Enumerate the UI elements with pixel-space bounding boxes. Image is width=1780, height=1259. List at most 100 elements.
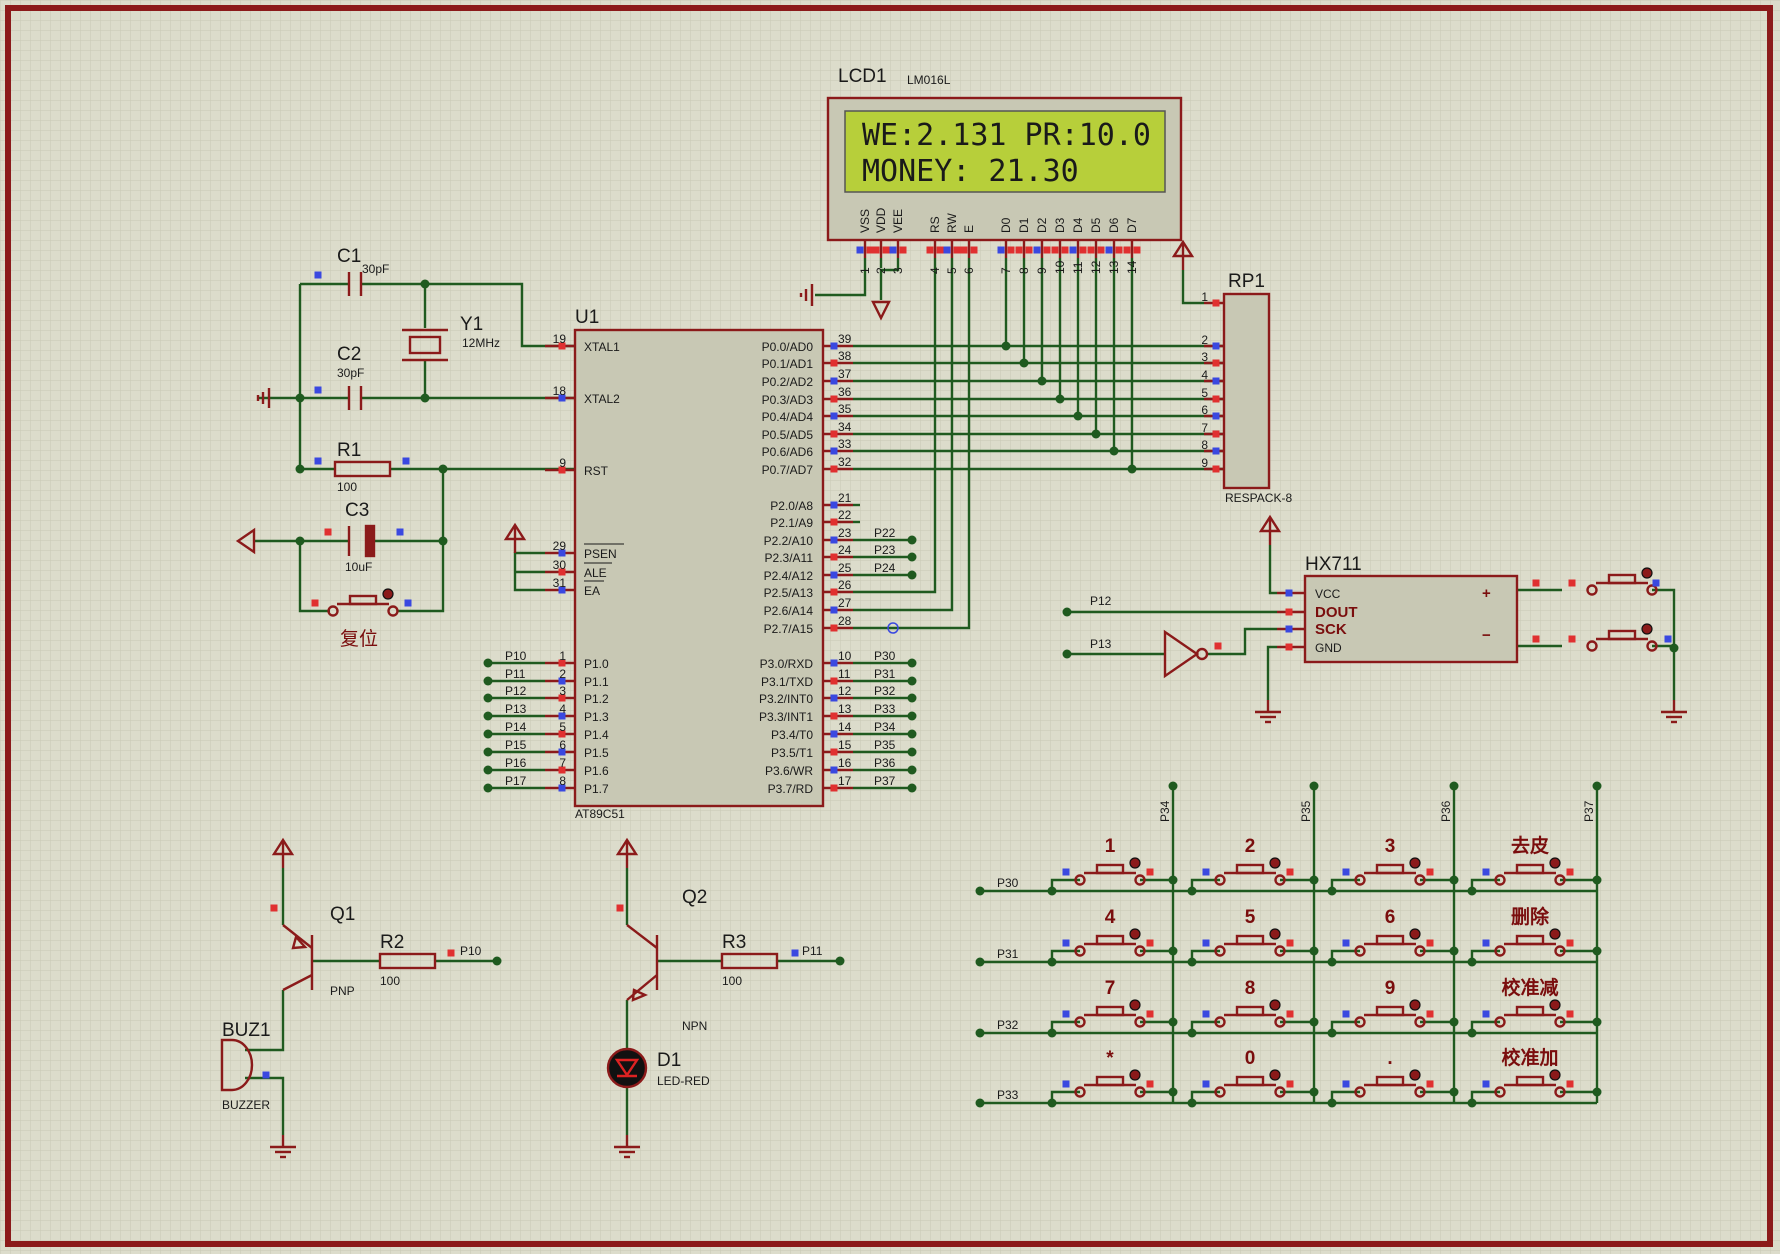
key-2-1 [1235,1005,1265,1017]
key-2-1 [1274,1016,1286,1028]
pin-marker [830,571,838,579]
key-2-0 [1074,1016,1086,1028]
junction-dot [1592,1017,1602,1027]
junction-dot [1467,1028,1477,1038]
power-c3 [235,527,256,555]
key-0-1 [1214,874,1226,886]
pin-marker [1342,939,1350,947]
mcu-pin-number: 14 [838,720,852,734]
mcu-pin-name: P3.0/RXD [760,657,814,671]
key-label-2-1: 8 [1245,978,1256,999]
mcu-pin-number: 1 [559,649,566,663]
key-3-3 [1515,1075,1545,1087]
pin-marker [558,549,566,557]
mcu-pin-name: P2.4/A12 [764,569,814,583]
mcu-pin-name: P1.6 [584,764,609,778]
power-lcd [871,300,891,321]
key-1-3 [1494,945,1506,957]
led-ref: D1 [657,1050,681,1071]
junction-dot [1309,946,1319,956]
mcu-pin-number: 7 [559,756,566,770]
lcd-line-1: WE:2.131 PR:10.0 [862,118,1151,153]
key-1-3 [1554,945,1566,957]
net-terminal [907,658,917,668]
rp1-pin-number: 7 [1201,421,1208,435]
junction-dot [1168,1087,1178,1097]
key-0-2 [1375,863,1405,875]
key-3-1 [1274,1086,1286,1098]
key-label-0-0: 1 [1105,836,1116,857]
mcu-pin-number: 22 [838,508,852,522]
mcu-pin-number: 16 [838,756,852,770]
pin-marker [960,246,968,254]
net-label: P36 [1439,800,1453,822]
key-label-1-2: 6 [1385,907,1396,928]
load-cell-plus [1641,567,1653,579]
pin-marker [1426,1010,1434,1018]
mcu-pin-number: 39 [838,332,852,346]
wire-vee [879,258,900,300]
net-label: P10 [460,944,482,958]
rp1-pin-number: 1 [1201,290,1208,304]
key-2-2 [1409,999,1421,1011]
pin-marker [262,1071,270,1079]
r3-ref: R3 [722,932,746,953]
net-terminal [975,957,985,967]
key-0-1 [1274,874,1286,886]
net-terminal [483,711,493,721]
pin-marker [882,246,890,254]
key-1-0 [1074,945,1086,957]
key-0-1 [1235,863,1265,875]
net-terminal [1309,781,1319,791]
key-0-0 [1095,863,1125,875]
net-label: P34 [1158,800,1172,822]
net-label: P11 [505,667,526,681]
pin-marker [970,246,978,254]
key-1-2 [1354,945,1366,957]
key-label-0-1: 2 [1245,836,1256,857]
lcd-pin-number: 6 [962,267,976,274]
mcu-pin-number: 15 [838,738,852,752]
pin-marker [1212,395,1220,403]
rp1-pin-number: 9 [1201,456,1208,470]
net-terminal [907,676,917,686]
pin-marker [1212,447,1220,455]
key-label-1-0: 4 [1105,907,1116,928]
c1-value: 30pF [362,262,389,276]
key-2-1 [1269,999,1281,1011]
rp1-pin-number: 3 [1201,350,1208,364]
lcd-line-2: MONEY: 21.30 [862,154,1079,189]
key-3-0 [1095,1075,1125,1087]
key-2-0 [1095,1005,1125,1017]
lcd-pin-label: D7 [1125,217,1139,233]
junction-dot [1309,1017,1319,1027]
q2 [626,924,658,949]
lcd-pin-number: 14 [1125,260,1139,274]
net-label: P35 [874,738,896,752]
mcu-pin-number: 17 [838,774,852,788]
pin-marker [1212,359,1220,367]
net-label: P23 [874,543,896,557]
net-terminal [1168,781,1178,791]
pin-marker [830,624,838,632]
r2-value: 100 [380,974,400,988]
junction-dot [1449,1017,1459,1027]
junction-dot [1327,1098,1337,1108]
wire-reset [397,469,445,613]
pin-marker [558,568,566,576]
wire [245,1076,285,1135]
key-0-3 [1494,874,1506,886]
key-1-3 [1515,934,1545,946]
mcu-pin-name: P0.1/AD1 [762,357,814,371]
pin-marker [558,748,566,756]
pin-marker [1146,939,1154,947]
pin-marker [830,447,838,455]
q1 [282,973,313,992]
mcu-pin-name: P3.5/T1 [771,746,813,760]
pin-marker [1212,465,1220,473]
mcu-pin-number: 37 [838,367,852,381]
key-1-2 [1409,928,1421,940]
key-0-3 [1554,874,1566,886]
pin-marker [1133,246,1141,254]
